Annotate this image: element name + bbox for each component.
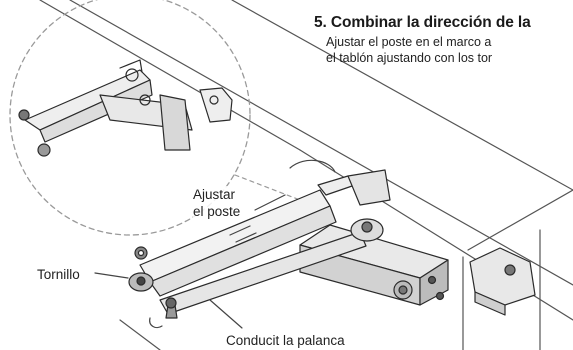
arm-pivot [350, 218, 384, 242]
screw-icon [128, 246, 154, 292]
bottom-screw-icon [149, 297, 178, 329]
step-description-line-1: Ajustar el poste en el marco a [326, 35, 492, 49]
closer-arm [139, 189, 367, 315]
callout-tornillo: Tornillo [37, 267, 80, 282]
zoom-leader-line [234, 174, 301, 201]
callout-ajustar-line-1: Ajustar [193, 187, 236, 202]
detail-zoom-circle [9, 0, 251, 236]
mounting-bracket [289, 159, 391, 206]
step-description-line-2: el tablón ajustando con los tor [326, 50, 493, 65]
parallel-arm-shoe [469, 247, 536, 316]
inset-door-closer [18, 59, 233, 157]
ajustar-leader [254, 194, 286, 211]
callout-ajustar-poste: Ajustar el poste [193, 186, 241, 220]
main-door-closer [299, 224, 449, 306]
conducit-leader [209, 299, 243, 329]
tornillo-leader [94, 272, 129, 279]
callout-conducit-palanca: Conducit la palanca [226, 332, 345, 349]
step-description: Ajustar el poste en el marco a el tablón… [326, 35, 492, 66]
callout-ajustar-line-2: el poste [193, 204, 241, 219]
step-title: 5. Combinar la dirección de la [314, 14, 531, 31]
